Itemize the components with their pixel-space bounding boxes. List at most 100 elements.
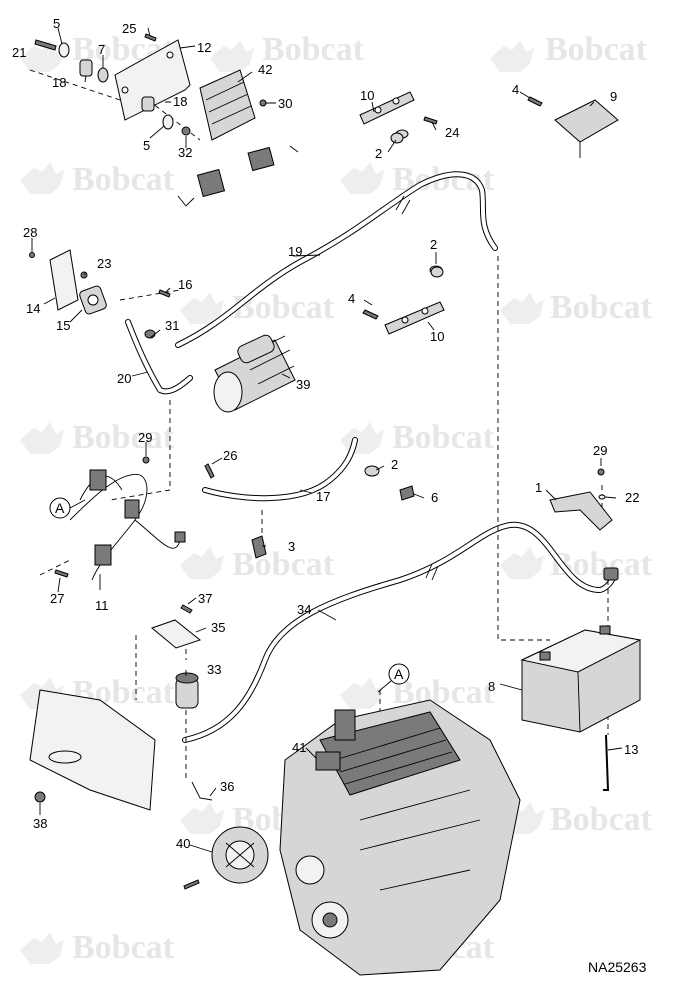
callout-20: 20 (117, 371, 131, 386)
callout-21: 21 (12, 45, 26, 60)
nut-28 (29, 252, 35, 258)
watermark-text: Bobcat (232, 289, 335, 326)
reference-mark-a-engine: A (377, 663, 410, 693)
callout-23: 23 (97, 256, 111, 271)
callout-14: 14 (26, 301, 40, 316)
watermark-logo (20, 422, 64, 454)
watermark-text: Bobcat (262, 31, 365, 68)
rod-13 (603, 734, 610, 791)
callout-5: 5 (143, 138, 150, 153)
watermark-logo (490, 40, 534, 72)
watermark-logo (340, 677, 384, 709)
bolt-4a (527, 96, 543, 107)
watermark-text: Bobcat (232, 546, 335, 583)
terminal-3 (251, 535, 267, 559)
watermark-text: Bobcat (550, 289, 653, 326)
callout-36: 36 (220, 779, 234, 794)
watermark-logo (20, 932, 64, 964)
watermark-text: Bobcat (72, 161, 175, 198)
callout-16: 16 (178, 277, 192, 292)
watermark-logo (20, 162, 64, 194)
callout-30: 30 (278, 96, 292, 111)
cable-break-19 (395, 195, 411, 215)
hold-down-bracket-1 (549, 491, 613, 531)
callout-34: 34 (297, 602, 311, 617)
cable-break-34 (425, 563, 439, 581)
callout-39: 39 (296, 377, 310, 392)
spacer-18b (141, 96, 155, 112)
watermark-logo (340, 162, 384, 194)
engine (279, 699, 521, 976)
callout-18: 18 (173, 94, 187, 109)
bolt-24 (423, 116, 438, 125)
spacer-18 (79, 59, 93, 77)
clip-2c (364, 465, 380, 477)
callout-19: 19 (288, 244, 302, 259)
watermark-text: Bobcat (72, 419, 175, 456)
washer-5b (162, 114, 174, 130)
nut-29b (597, 468, 605, 476)
ecu-connector (177, 145, 299, 207)
cable-20 (125, 319, 193, 395)
relay-15 (79, 285, 107, 315)
bolt-37 (180, 604, 193, 614)
callout-2: 2 (375, 146, 382, 161)
callout-33: 33 (207, 662, 221, 677)
callout-25: 25 (122, 21, 136, 36)
callout-38: 38 (33, 816, 47, 831)
reference-mark-a-left: A (49, 497, 86, 519)
callout-1: 1 (535, 480, 542, 495)
callout-7: 7 (98, 42, 105, 57)
svg-text:A: A (55, 500, 65, 516)
cable-34 (182, 521, 618, 743)
battery-terminal (603, 567, 619, 581)
callout-3: 3 (288, 539, 295, 554)
bolt-27 (54, 569, 69, 578)
callout-8: 8 (488, 679, 495, 694)
starter-39 (213, 334, 296, 413)
nut-29a (142, 456, 150, 464)
watermark-logo (180, 292, 224, 324)
watermark-logo (500, 292, 544, 324)
callout-labels: 5 7 25 12 42 21 18 18 30 5 32 10 2 24 4 … (12, 16, 639, 851)
wire-36 (191, 781, 213, 801)
ecu-bracket-12 (114, 39, 191, 121)
callout-18: 18 (52, 75, 66, 90)
watermark-text: Bobcat (550, 801, 653, 838)
alternator-40 (211, 826, 269, 884)
callout-29: 29 (593, 443, 607, 458)
ecu-module-42 (199, 69, 256, 141)
callout-29: 29 (138, 430, 152, 445)
callout-4: 4 (512, 82, 519, 97)
callout-12: 12 (197, 40, 211, 55)
watermark-logo (340, 422, 384, 454)
callout-37: 37 (198, 591, 212, 606)
watermark-logo (180, 547, 224, 579)
bolt-16 (158, 289, 171, 298)
bracket-35 (151, 619, 202, 649)
bolt-26 (204, 463, 215, 479)
grommet-7 (97, 67, 109, 83)
callout-10: 10 (360, 88, 374, 103)
watermark-logo (500, 547, 544, 579)
callout-10: 10 (430, 329, 444, 344)
nut-32 (181, 126, 191, 136)
callout-40: 40 (176, 836, 190, 851)
watermark-logo (180, 802, 224, 834)
callout-31: 31 (165, 318, 179, 333)
watermark-logo (210, 40, 254, 72)
side-panel (29, 689, 156, 811)
callout-35: 35 (211, 620, 225, 635)
svg-text:A: A (394, 666, 404, 682)
solenoid-33 (175, 672, 199, 709)
watermark-text: Bobcat (545, 31, 648, 68)
callout-2: 2 (430, 237, 437, 252)
callout-28: 28 (23, 225, 37, 240)
cover-9 (554, 99, 619, 158)
watermark-text: Bobcat (392, 419, 495, 456)
callout-27: 27 (50, 591, 64, 606)
callout-26: 26 (223, 448, 237, 463)
washer-22 (598, 494, 606, 500)
callout-41: 41 (292, 740, 306, 755)
harness-11 (69, 469, 186, 581)
